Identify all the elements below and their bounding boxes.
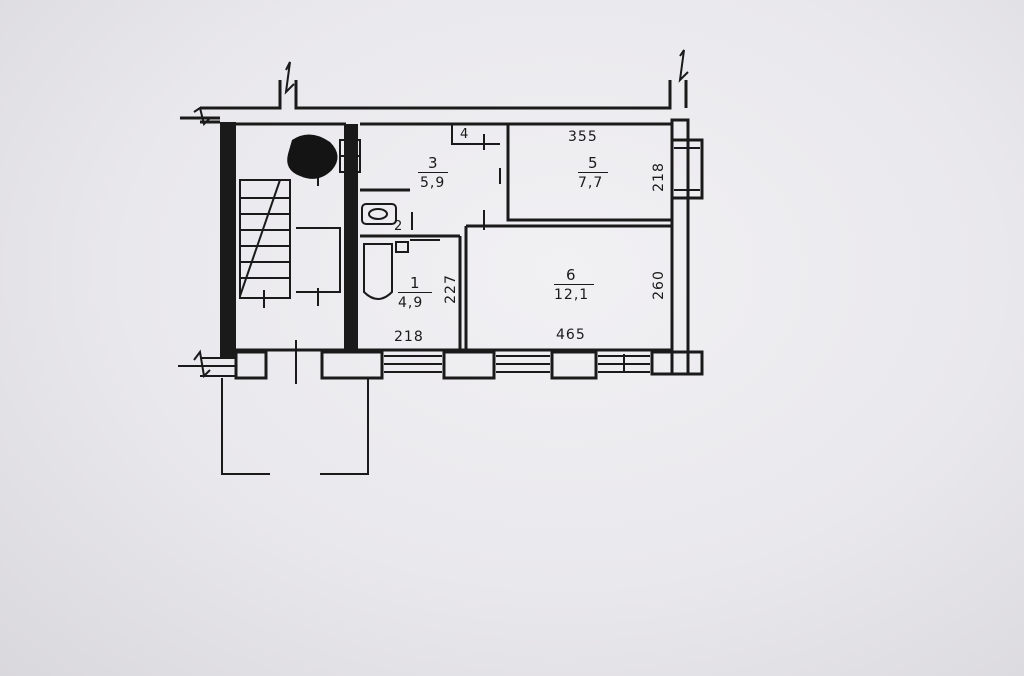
room-6-area: 12,1 (554, 287, 590, 303)
dimension-227: 227 (442, 274, 459, 304)
dimension-355: 355 (568, 129, 598, 145)
dimension-218-right: 218 (650, 162, 667, 192)
entrance-porch (221, 378, 369, 475)
room-1-number: 1 (410, 274, 420, 292)
room-5-area: 7,7 (578, 175, 604, 191)
toilet-fixture (361, 203, 397, 225)
room-3-number: 3 (428, 154, 438, 172)
room-6-number: 6 (566, 266, 576, 284)
dimension-218-bottom: 218 (394, 329, 424, 345)
room-1-area: 4,9 (398, 295, 424, 311)
room-5-number: 5 (588, 154, 598, 172)
room-2-number: 2 (394, 219, 403, 234)
room-4-number: 4 (460, 127, 469, 142)
dimension-465: 465 (556, 327, 586, 343)
bathtub-fixture (363, 243, 393, 300)
outer-wall-top (180, 80, 688, 120)
outer-wall-right (670, 118, 690, 376)
staircase (239, 179, 341, 299)
dimension-260: 260 (650, 270, 667, 300)
outer-wall-left (220, 122, 236, 358)
redaction-blot (287, 134, 338, 179)
room-3-area: 5,9 (420, 175, 446, 191)
